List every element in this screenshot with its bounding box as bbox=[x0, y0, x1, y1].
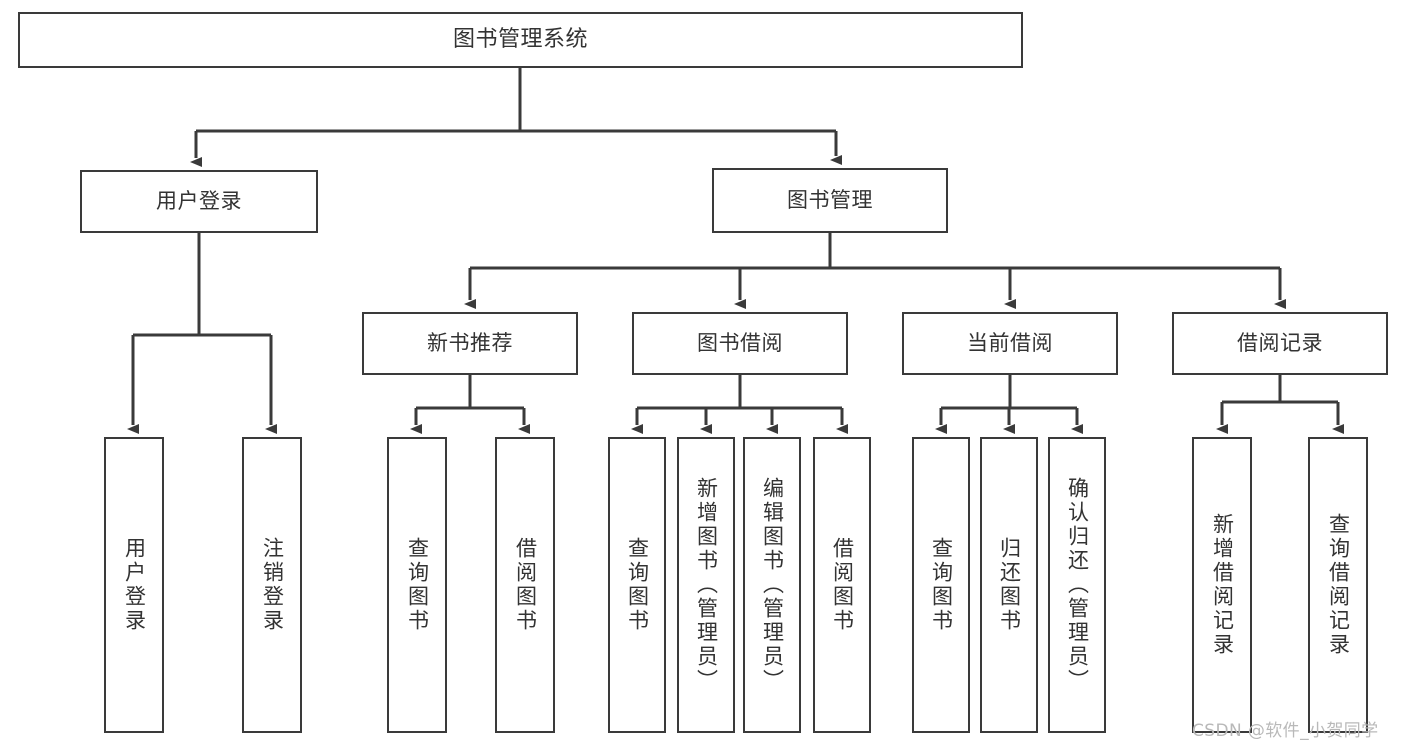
node-leaf-query-record-label: 查询借阅记录 bbox=[1326, 513, 1351, 657]
node-leaf-add-record-label: 新增借阅记录 bbox=[1210, 513, 1235, 657]
node-borrow-record-label: 借阅记录 bbox=[1237, 330, 1323, 355]
node-leaf-borrow-book-1-label: 借阅图书 bbox=[513, 537, 538, 633]
node-leaf-logout[interactable]: 注销登录 bbox=[242, 437, 302, 733]
node-borrow-record[interactable]: 借阅记录 bbox=[1172, 312, 1388, 375]
node-leaf-query-record[interactable]: 查询借阅记录 bbox=[1308, 437, 1368, 733]
node-leaf-borrow-book-2[interactable]: 借阅图书 bbox=[813, 437, 871, 733]
node-leaf-edit-book[interactable]: 编辑图书（管理员） bbox=[743, 437, 801, 733]
node-leaf-add-book-label: 新增图书（管理员） bbox=[694, 477, 719, 693]
node-user-login-label: 用户登录 bbox=[156, 188, 242, 213]
node-new-book-rec-label: 新书推荐 bbox=[427, 330, 513, 355]
node-leaf-borrow-book-1[interactable]: 借阅图书 bbox=[495, 437, 555, 733]
node-leaf-confirm-return-label: 确认归还（管理员） bbox=[1065, 477, 1090, 693]
node-leaf-edit-book-label: 编辑图书（管理员） bbox=[760, 477, 785, 693]
node-book-manage[interactable]: 图书管理 bbox=[712, 168, 948, 233]
node-book-borrow-label: 图书借阅 bbox=[697, 330, 783, 355]
node-leaf-borrow-book-2-label: 借阅图书 bbox=[830, 537, 855, 633]
node-leaf-query-book-2-label: 查询图书 bbox=[625, 537, 650, 633]
node-current-borrow[interactable]: 当前借阅 bbox=[902, 312, 1118, 375]
node-root-label: 图书管理系统 bbox=[452, 26, 588, 52]
node-leaf-query-book-3-label: 查询图书 bbox=[929, 537, 954, 633]
node-leaf-add-book[interactable]: 新增图书（管理员） bbox=[677, 437, 735, 733]
node-leaf-user-login[interactable]: 用户登录 bbox=[104, 437, 164, 733]
node-current-borrow-label: 当前借阅 bbox=[967, 330, 1053, 355]
node-root[interactable]: 图书管理系统 bbox=[18, 12, 1023, 68]
node-leaf-query-book-3[interactable]: 查询图书 bbox=[912, 437, 970, 733]
node-leaf-user-login-label: 用户登录 bbox=[122, 537, 147, 633]
node-new-book-rec[interactable]: 新书推荐 bbox=[362, 312, 578, 375]
node-leaf-query-book-2[interactable]: 查询图书 bbox=[608, 437, 666, 733]
node-leaf-logout-label: 注销登录 bbox=[260, 537, 285, 633]
node-leaf-return-book[interactable]: 归还图书 bbox=[980, 437, 1038, 733]
node-leaf-query-book-1[interactable]: 查询图书 bbox=[387, 437, 447, 733]
node-leaf-query-book-1-label: 查询图书 bbox=[405, 537, 430, 633]
node-book-manage-label: 图书管理 bbox=[787, 187, 873, 212]
node-book-borrow[interactable]: 图书借阅 bbox=[632, 312, 848, 375]
csdn-watermark: CSDN @软件_小贺同学 bbox=[1192, 721, 1379, 741]
node-leaf-return-book-label: 归还图书 bbox=[997, 537, 1022, 633]
node-leaf-confirm-return[interactable]: 确认归还（管理员） bbox=[1048, 437, 1106, 733]
node-leaf-add-record[interactable]: 新增借阅记录 bbox=[1192, 437, 1252, 733]
node-user-login[interactable]: 用户登录 bbox=[80, 170, 318, 233]
